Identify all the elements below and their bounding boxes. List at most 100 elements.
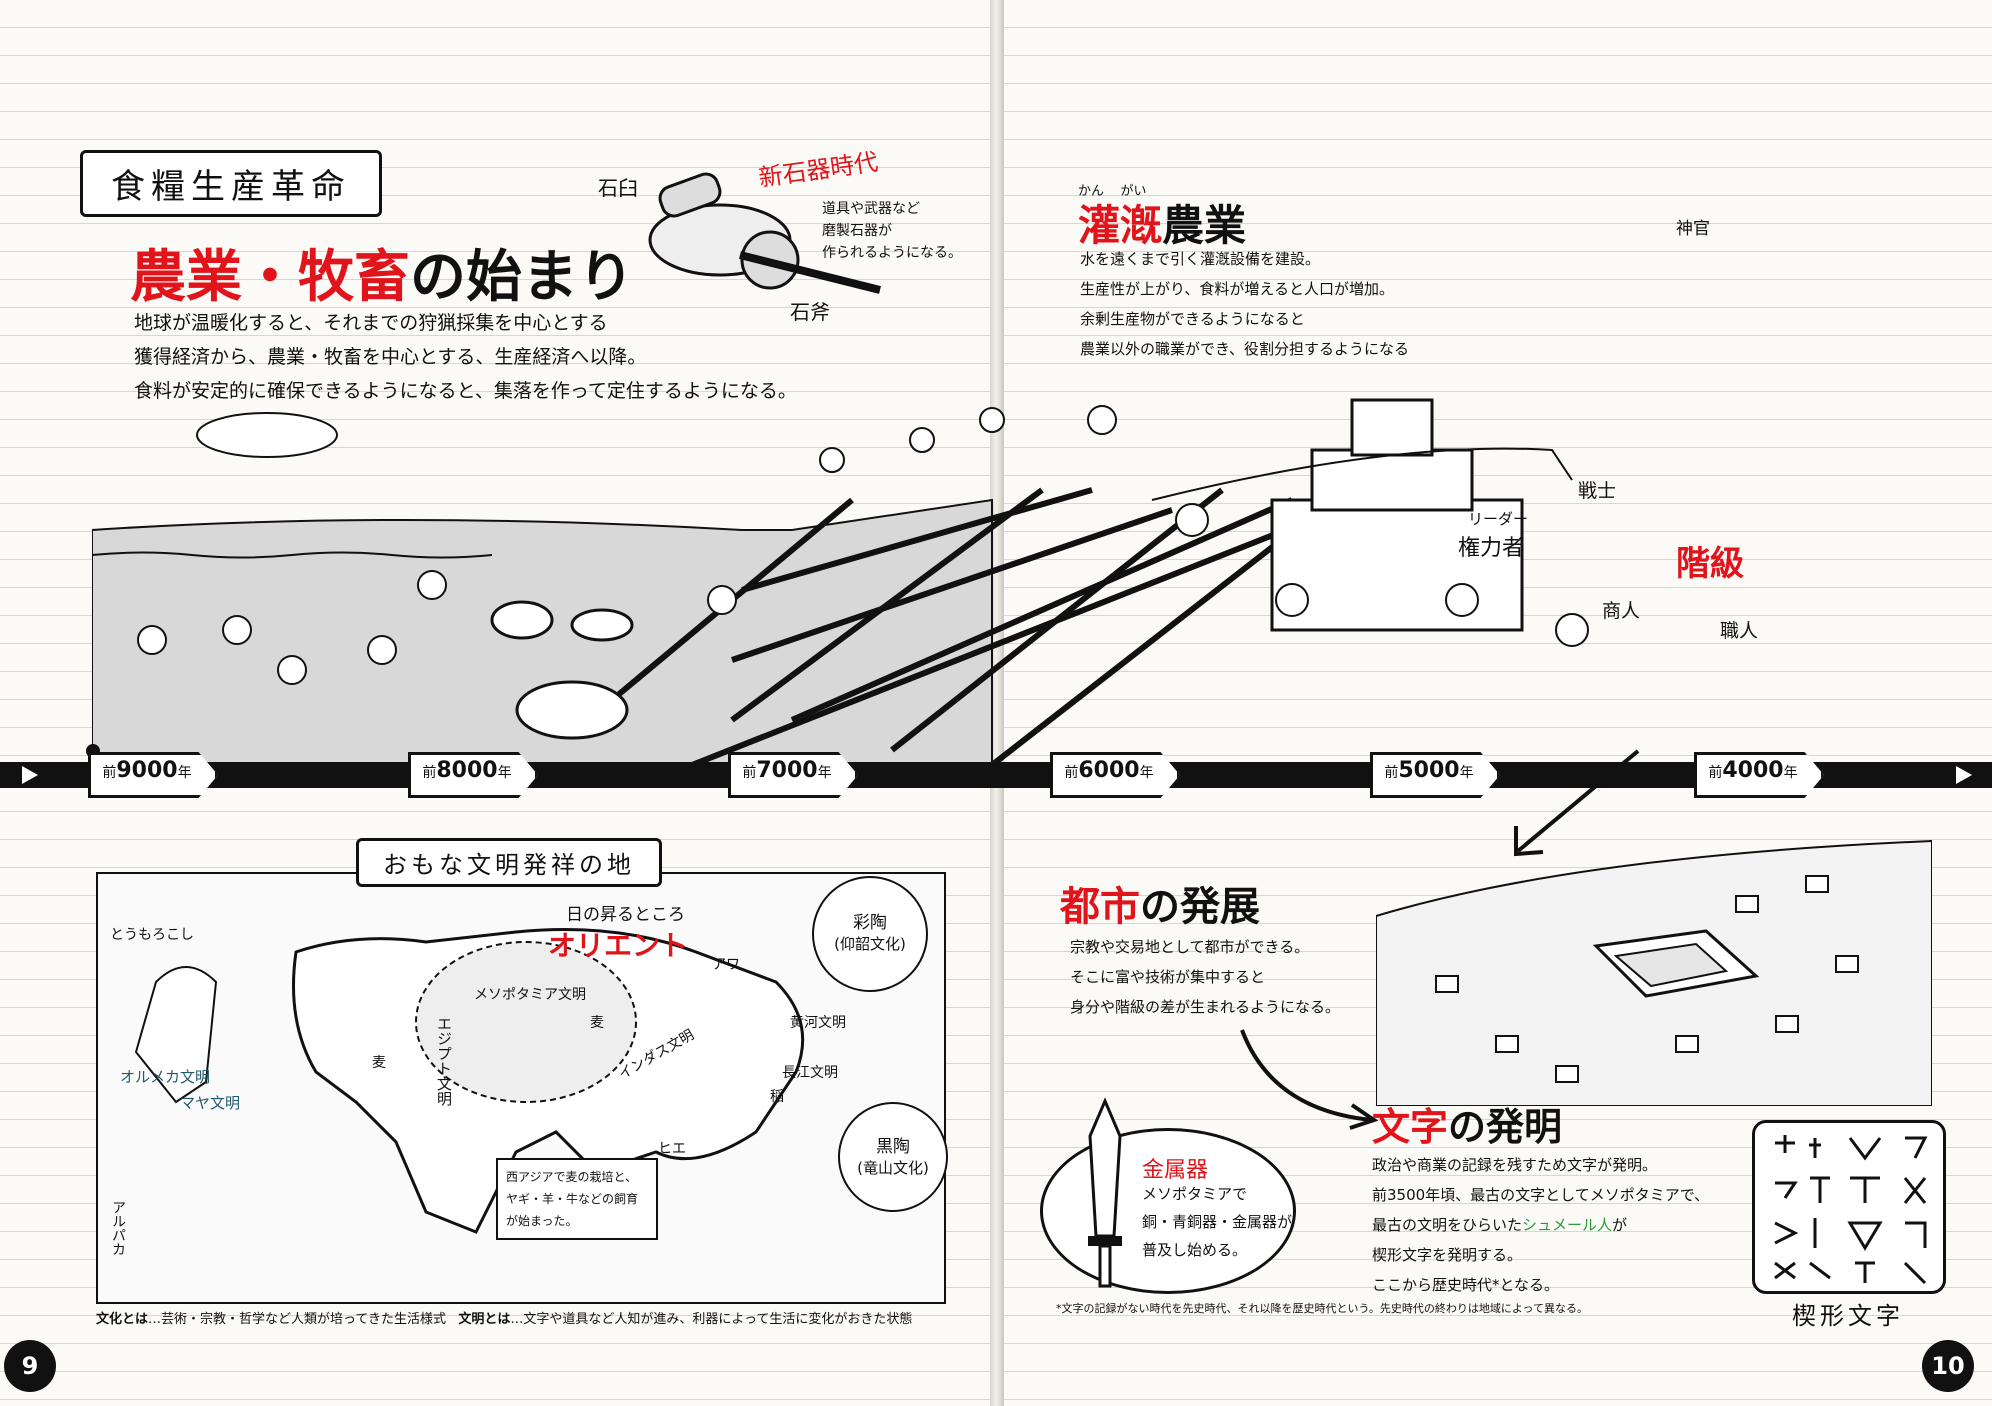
timeline-prefix: 前 <box>742 765 757 781</box>
timeline-marker <box>728 752 858 798</box>
timeline-start-arrow <box>22 766 38 784</box>
agriculture-title-red: 農業・牧畜 <box>130 244 410 310</box>
timeline-marker <box>408 752 538 798</box>
egypt-label: エジプト文明 <box>435 1016 453 1106</box>
stone-axe-label: 石斧 <box>790 300 830 324</box>
writing-line: 前3500年頃、最古の文字としてメソポタミアで、 <box>1372 1186 1710 1204</box>
timeline-label: 前9000年 <box>92 758 202 783</box>
mesopotamia-label: メソポタミア文明 <box>474 987 586 1003</box>
writing-title-red: 文字 <box>1372 1104 1449 1149</box>
painted-pottery-bubble: 彩陶 (仰韶文化) <box>812 876 928 992</box>
olmec-label: オルメカ文明 <box>120 1068 211 1086</box>
warrior-label: 戦士 <box>1578 480 1617 502</box>
writing-text: 政治や商業の記録を残すため文字が発明。 前3500年頃、最古の文字としてメソポタ… <box>1372 1150 1709 1300</box>
black-pottery-sub: (竜山文化) <box>857 1159 929 1177</box>
writing-line-part: 最古の文明をひらいた <box>1372 1216 1523 1234</box>
intro-line: 地球が温暖化すると、それまでの狩猟採集を中心とする <box>134 312 608 334</box>
city-line: 宗教や交易地として都市ができる。 <box>1070 938 1310 956</box>
right-footnote: *文字の記録がない時代を先史時代、それ以降を歴史時代という。先史時代の終わりは地… <box>1056 1302 1588 1315</box>
irrigation-line: 生産性が上がり、食料が増えると人口が増加。 <box>1080 280 1394 298</box>
black-pottery-label: 黒陶 <box>876 1137 910 1157</box>
painted-pottery-label: 彩陶 <box>853 913 887 933</box>
alpaca-label: アルパカ <box>110 1200 126 1256</box>
metal-title: 金属器 <box>1142 1158 1209 1183</box>
rice-label: 稲 <box>770 1089 784 1105</box>
writing-title-rest: の発明 <box>1448 1104 1563 1149</box>
metal-text: メソポタミアで 銅・青銅器・金属器が 普及し始める。 <box>1142 1180 1292 1264</box>
west-asia-note-line: ヤギ・羊・牛などの飼育 <box>506 1192 639 1206</box>
timeline-label: 前8000年 <box>412 758 522 783</box>
cuneiform-glyphs <box>1774 1135 1928 1285</box>
timeline-marker <box>88 752 218 798</box>
agriculture-title: 農業・牧畜の始まり <box>130 232 634 313</box>
city-title-red: 都市 <box>1060 883 1140 930</box>
neolithic-desc-line: 作られるようになる。 <box>822 245 962 261</box>
timeline-prefix: 前 <box>422 765 437 781</box>
orient-label: オリエント <box>548 929 689 962</box>
west-asia-note-line: が始まった。 <box>506 1214 578 1228</box>
hie-label: ヒエ <box>658 1141 686 1157</box>
stone-mortar-label: 石臼 <box>598 176 638 200</box>
cuneiform-label: 楔形文字 <box>1792 1302 1904 1330</box>
timeline-marker <box>1050 752 1180 798</box>
stone-tools-illustration <box>648 172 881 294</box>
timeline-suffix: 年 <box>1459 765 1474 781</box>
irrigation-ruby-1: かん <box>1078 184 1105 199</box>
timeline-marker <box>1370 752 1500 798</box>
timeline-label: 前7000年 <box>732 758 842 783</box>
corn-label: とうもろこし <box>110 927 194 943</box>
civilization-term: 文明とは <box>458 1312 511 1327</box>
intro-line: 獲得経済から、農業・牧畜を中心とする、生産経済へ以降。 <box>134 346 647 368</box>
timeline-marker <box>1694 752 1824 798</box>
merchant-label: 商人 <box>1602 600 1641 622</box>
leader-small-label: リーダー <box>1468 510 1529 528</box>
timeline-to-city-arrow <box>1514 749 1640 857</box>
timeline-suffix: 年 <box>1139 765 1154 781</box>
timeline-end-arrow <box>1956 766 1972 784</box>
irrigation-text: 水を遠くまで引く灌漑設備を建設。 生産性が上がり、食料が増えると人口が増加。 余… <box>1080 244 1409 364</box>
yangtze-label: 長江文明 <box>782 1065 838 1081</box>
metal-line: メソポタミアで <box>1142 1185 1248 1203</box>
city-illustration <box>1376 839 1932 1106</box>
writing-line: 楔形文字を発明する。 <box>1372 1246 1523 1264</box>
writing-line: ここから歴史時代*となる。 <box>1372 1276 1560 1294</box>
sumerian-highlight: シュメール人 <box>1522 1216 1613 1234</box>
writing-line: 最古の文明をひらいたシュメール人が <box>1372 1210 1709 1240</box>
neolithic-desc-line: 道具や武器など <box>822 201 920 217</box>
map-banner: おもな文明発祥の地 <box>356 838 662 887</box>
timeline-suffix: 年 <box>817 765 832 781</box>
yellow-river-label: 黄河文明 <box>790 1015 846 1031</box>
timeline-prefix: 前 <box>1384 765 1399 781</box>
irrigation-ruby: かん がい <box>1078 180 1147 199</box>
rising-sun-label: 日の昇るところ <box>566 905 685 925</box>
west-asia-note-line: 西アジアで麦の栽培と、 <box>506 1170 638 1184</box>
timeline-label: 前6000年 <box>1054 758 1164 783</box>
writing-title: 文字の発明 <box>1372 1096 1562 1151</box>
neolithic-desc-line: 磨製石器が <box>822 223 892 239</box>
writing-line-part: が <box>1612 1216 1628 1234</box>
culture-definition: …芸術・宗教・哲学など人類が培ってきた生活様式 <box>148 1312 446 1327</box>
irrigation-ruby-2: がい <box>1120 184 1147 199</box>
page-number-right: 10 <box>1922 1340 1974 1392</box>
painted-pottery-sub: (仰韶文化) <box>834 935 906 953</box>
irrigation-title: 灌漑農業 <box>1078 192 1246 253</box>
cuneiform-tablet <box>1752 1120 1946 1294</box>
book-gutter <box>990 0 1002 1406</box>
city-title: 都市の発展 <box>1060 874 1260 932</box>
bronze-sword-icon <box>1088 1097 1122 1288</box>
neolithic-desc: 道具や武器など 磨製石器が 作られるようになる。 <box>822 198 962 264</box>
irrigation-line: 余剰生産物ができるようになると <box>1080 310 1305 328</box>
timeline-year: 6000 <box>1078 758 1140 783</box>
wheat-label-2: 麦 <box>590 1015 604 1031</box>
timeline-year: 8000 <box>436 758 498 783</box>
irrigation-line: 水を遠くまで引く灌漑設備を建設。 <box>1080 250 1321 268</box>
leader-label: 権力者 <box>1458 536 1525 561</box>
food-revolution-banner: 食糧生産革命 <box>80 150 382 217</box>
intro-line: 食料が安定的に確保できるようになると、集落を作って定住するようになる。 <box>134 380 797 402</box>
city-text: 宗教や交易地として都市ができる。 そこに富や技術が集中すると 身分や階級の差が生… <box>1070 932 1340 1022</box>
timeline-suffix: 年 <box>177 765 192 781</box>
timeline-suffix: 年 <box>1783 765 1798 781</box>
timeline-year: 5000 <box>1398 758 1460 783</box>
metal-line: 銅・青銅器・金属器が <box>1142 1213 1293 1231</box>
